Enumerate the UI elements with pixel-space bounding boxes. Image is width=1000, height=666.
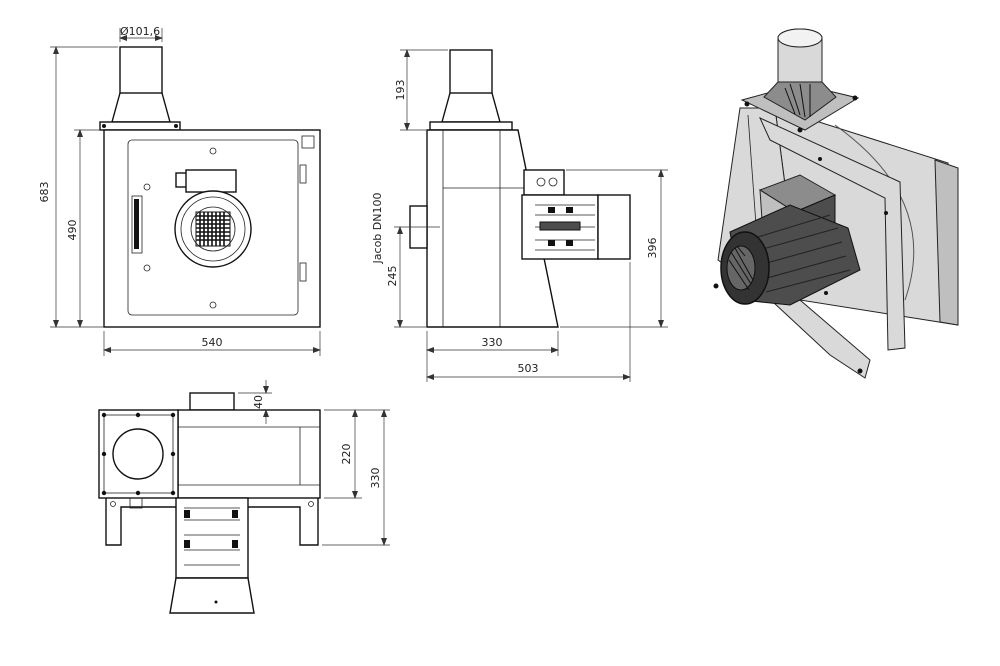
fan-grille: [195, 211, 231, 247]
dim-side-motor-height: 396: [646, 238, 659, 259]
front-dimensions: Ø101,6 683 490 540: [38, 25, 321, 356]
side-dimensions: 193 Jacob DN100 245 396 330 503: [371, 49, 668, 382]
top-view: [98, 392, 321, 614]
dim-inlet-height: 245: [386, 266, 399, 287]
dim-side-width-body: 330: [482, 336, 503, 349]
top-dimensions: 40 220 330: [238, 380, 390, 546]
dim-side-width-total: 503: [518, 362, 539, 375]
dim-top-stub-height: 40: [252, 395, 265, 409]
dim-side-height-top: 193: [394, 80, 407, 101]
dim-front-height-box: 490: [66, 220, 79, 241]
inlet-label: Jacob DN100: [371, 193, 384, 265]
dim-top-depth-total: 330: [369, 468, 382, 489]
dim-top-depth: 220: [340, 444, 353, 465]
dim-diameter-top: Ø101,6: [120, 25, 160, 38]
side-view: [409, 49, 631, 328]
dim-front-height-total: 683: [38, 182, 51, 203]
dim-front-width: 540: [202, 336, 223, 349]
isometric-view: [713, 28, 959, 379]
front-view: [99, 46, 321, 328]
